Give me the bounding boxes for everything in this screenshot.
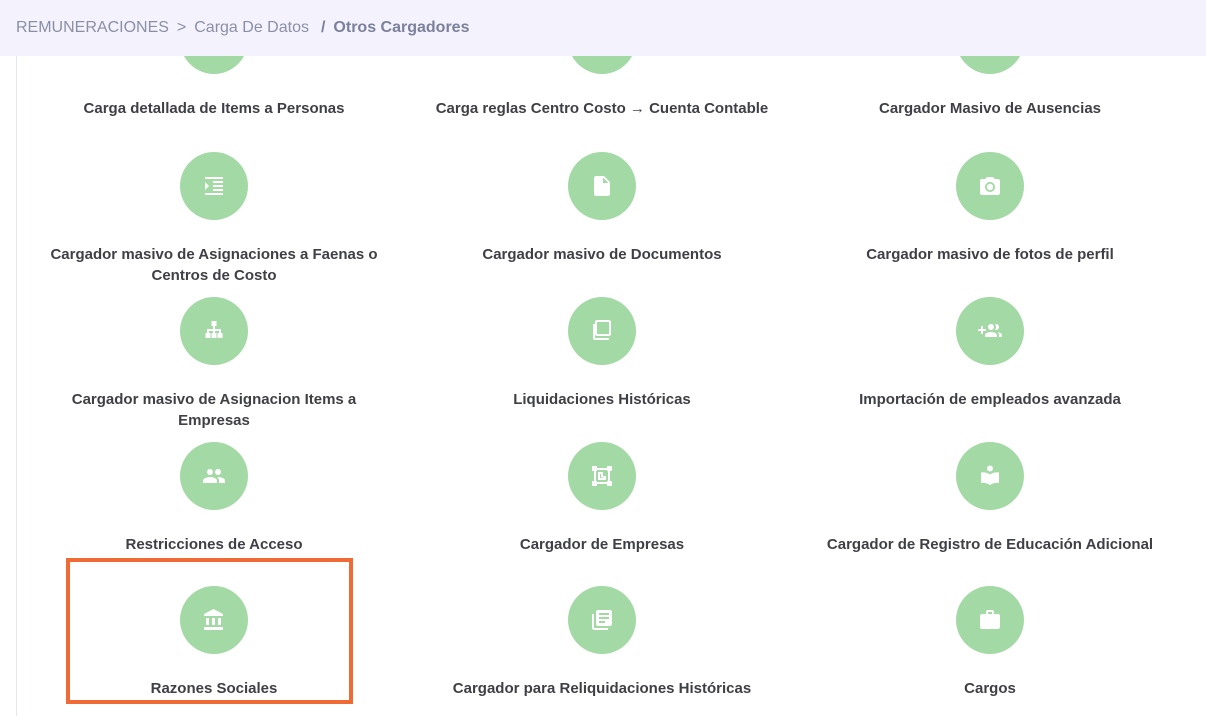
tile-asignacion-items-empresas[interactable]: Cargador masivo de Asignacion Items a Em… (34, 297, 394, 431)
breadcrumb-current: Otros Cargadores (333, 19, 470, 36)
bank-icon (204, 609, 223, 630)
loaders-grid: Carga detallada de Items a Personas Carg… (16, 56, 1206, 716)
circle-button (568, 442, 636, 510)
circle-button (180, 442, 248, 510)
tile-restricciones-acceso[interactable]: Restricciones de Acceso (34, 442, 394, 555)
tile-label: Cargador masivo de Asignaciones a Faenas… (50, 246, 378, 284)
tile-reliquidaciones-historicas[interactable]: Cargador para Reliquidaciones Históricas (422, 586, 782, 699)
tile-razones-sociales[interactable]: Razones Sociales (34, 586, 394, 699)
tile-asignaciones-faenas[interactable]: Cargador masivo de Asignaciones a Faenas… (34, 152, 394, 286)
tile-label: Cargador masivo de fotos de perfil (866, 246, 1114, 263)
tile-cargador-documentos[interactable]: Cargador masivo de Documentos (422, 152, 782, 265)
breadcrumb-separator: > (176, 19, 187, 36)
circle-button (180, 586, 248, 654)
tile-label: Importación de empleados avanzada (859, 391, 1121, 408)
tile-label: Cargador de Empresas (519, 536, 685, 553)
tile-fotos-perfil[interactable]: Cargador masivo de fotos de perfil (810, 152, 1170, 265)
tile-carga-reglas-centro-costo[interactable]: Carga reglas Centro Costo → Cuenta Conta… (422, 56, 782, 119)
indent-list-icon (205, 177, 223, 195)
circle-button (956, 297, 1024, 365)
reading-icon (981, 465, 999, 485)
tile-label: Liquidaciones Históricas (513, 391, 691, 408)
tile-label: Cargos (964, 680, 1016, 697)
camera-icon (980, 177, 1000, 195)
tile-label: Cargador Masivo de Ausencias (878, 100, 1102, 117)
circle-button (956, 442, 1024, 510)
breadcrumb: REMUNERACIONES > Carga De Datos / Otros … (0, 0, 1206, 56)
partial-icon (956, 56, 1024, 74)
briefcase-icon (980, 610, 1000, 629)
circle-button (180, 152, 248, 220)
tile-educacion-adicional[interactable]: Cargador de Registro de Educación Adicio… (810, 442, 1170, 555)
tile-label: Cargador para Reliquidaciones Históricas (452, 680, 752, 697)
copy-icon (593, 320, 611, 340)
circle-button (568, 586, 636, 654)
tile-cargador-ausencias[interactable]: Cargador Masivo de Ausencias (810, 56, 1170, 119)
library-books-icon (592, 610, 612, 630)
circle-button (568, 152, 636, 220)
circle-button (956, 586, 1024, 654)
add-people-icon (978, 324, 1002, 337)
tile-label: Cargador de Registro de Educación Adicio… (826, 536, 1154, 553)
tile-label: Carga detallada de Items a Personas (83, 100, 345, 117)
breadcrumb-carga-de-datos[interactable]: Carga De Datos (194, 19, 309, 36)
circle-button (956, 152, 1024, 220)
tile-cargador-empresas[interactable]: Cargador de Empresas (422, 442, 782, 555)
tile-label: Restricciones de Acceso (125, 536, 303, 553)
document-icon (594, 176, 610, 196)
circle-button (568, 297, 636, 365)
breadcrumb-remuneraciones[interactable]: REMUNERACIONES (16, 19, 169, 36)
org-chart-icon (205, 321, 223, 338)
partial-icon (568, 56, 636, 74)
tile-label: Carga reglas Centro Costo → Cuenta Conta… (435, 100, 769, 117)
partial-icon (180, 56, 248, 74)
breadcrumb-separator: / (320, 19, 326, 36)
tile-carga-detallada-items[interactable]: Carga detallada de Items a Personas (34, 56, 394, 119)
tile-label: Razones Sociales (150, 680, 278, 697)
circle-button (180, 297, 248, 365)
tile-label: Cargador masivo de Documentos (482, 246, 722, 263)
building-frame-icon (592, 466, 612, 486)
tile-liquidaciones-historicas[interactable]: Liquidaciones Históricas (422, 297, 782, 410)
tile-label: Cargador masivo de Asignacion Items a Em… (71, 391, 357, 429)
tile-cargos[interactable]: Cargos (810, 586, 1170, 699)
tile-importacion-empleados[interactable]: Importación de empleados avanzada (810, 297, 1170, 410)
people-icon (203, 469, 225, 483)
